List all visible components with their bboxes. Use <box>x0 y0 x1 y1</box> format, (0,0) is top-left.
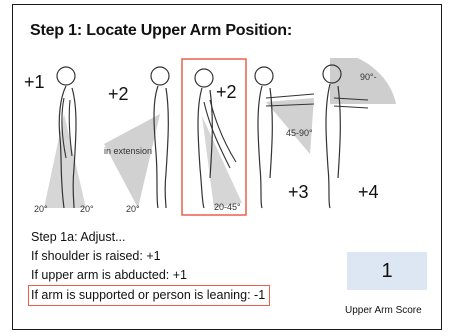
adjust-line-abducted: If upper arm is abducted: +1 <box>31 266 270 285</box>
head-shape <box>151 67 169 85</box>
figure-3-score: +2 <box>216 82 237 102</box>
head-shape <box>255 67 273 85</box>
figure-1: +1 20° 20° <box>20 58 100 218</box>
step-title: Step 1: Locate Upper Arm Position: <box>30 22 292 40</box>
figure-4-angle: 45-90° <box>286 128 313 138</box>
adjust-heading: Step 1a: Adjust... <box>31 228 270 247</box>
figure-5-score: +4 <box>358 182 379 202</box>
wedge-shape <box>104 114 160 208</box>
figure-1-angle-a: 20° <box>34 204 48 214</box>
body-outline <box>154 86 168 208</box>
figure-5-angle: 90°- <box>360 72 377 82</box>
figure-1-angle-b: 20° <box>80 204 94 214</box>
figure-4: 45-90° +3 <box>250 58 320 218</box>
figure-2: +2 in extension 20° <box>100 58 180 218</box>
figure-1-score: +1 <box>24 72 45 92</box>
adjust-line-supported: If arm is supported or person is leaning… <box>28 285 270 306</box>
head-shape <box>57 67 75 85</box>
upper-arm-score-value: 1 <box>347 252 427 290</box>
figure-3-angle: 20-45° <box>214 202 241 212</box>
wedge-shape <box>44 114 86 208</box>
upper-arm-score-label: Upper Arm Score <box>345 305 422 316</box>
figure-2-angle: 20° <box>126 204 140 214</box>
wedge-shape <box>266 98 314 154</box>
adjust-line-shoulder: If shoulder is raised: +1 <box>31 247 270 266</box>
figure-4-score: +3 <box>288 182 309 202</box>
head-shape <box>195 69 213 87</box>
figure-2-score: +2 <box>108 84 129 104</box>
figure-3: +2 20-45° <box>180 58 250 218</box>
figure-5: 90°- +4 <box>320 58 400 218</box>
figure-2-note: in extension <box>104 146 152 156</box>
adjust-section: Step 1a: Adjust... If shoulder is raised… <box>31 228 270 306</box>
